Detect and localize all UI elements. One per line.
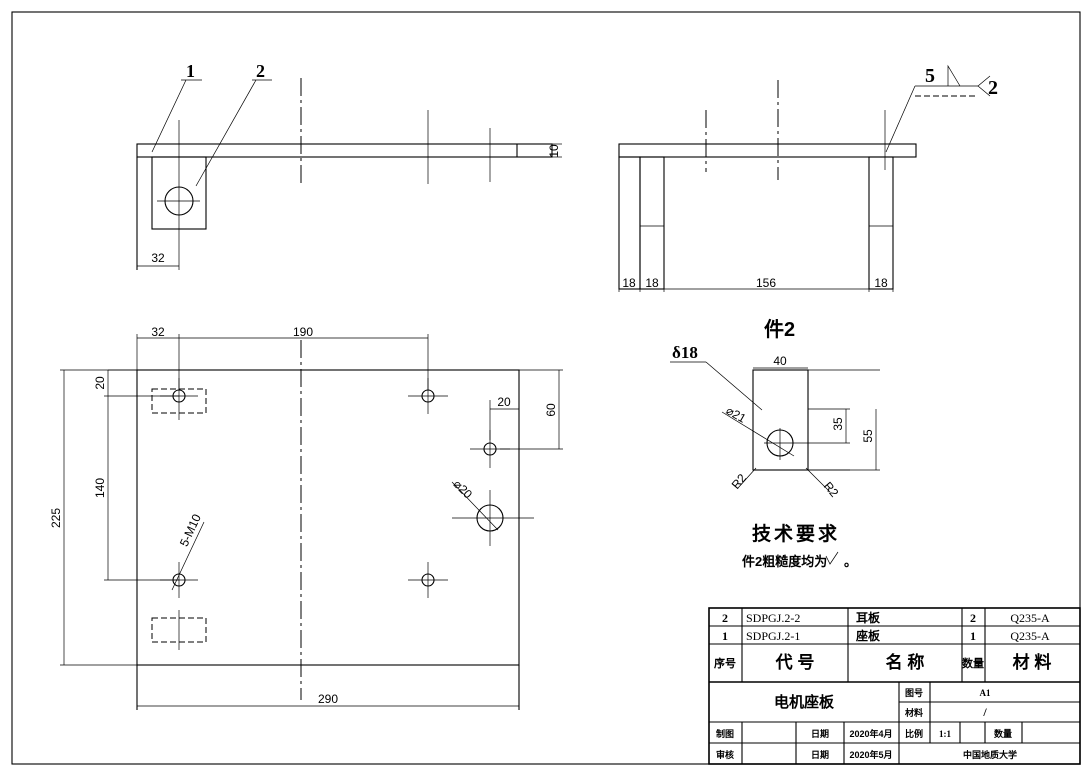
dim-18a: 18 bbox=[622, 276, 636, 290]
value-checked-date: 2020年5月 bbox=[849, 749, 892, 760]
dim-40: 40 bbox=[773, 354, 787, 368]
value-drawing-no: A1 bbox=[980, 688, 991, 698]
header-no: 序号 bbox=[714, 656, 736, 670]
dim-290: 290 bbox=[318, 692, 338, 706]
value-organization: 中国地质大学 bbox=[963, 749, 1017, 760]
sheet-border bbox=[11, 11, 1081, 765]
header-name: 名 称 bbox=[886, 652, 925, 672]
tech-notes: 技术要求 件2粗糙度均为 。 bbox=[742, 522, 857, 569]
weld-label-2: 2 bbox=[988, 77, 998, 99]
part-row2-name: 座板 bbox=[855, 628, 881, 643]
tech-notes-line1: 件2粗糙度均为 bbox=[742, 554, 827, 569]
value-material: / bbox=[982, 705, 987, 719]
dim-32-plan: 32 bbox=[151, 325, 165, 339]
top-view-plate bbox=[136, 143, 553, 158]
plan-view: 32 190 20 140 225 290 20 60 ⌀20 5-M10 bbox=[49, 325, 563, 710]
part2-outline bbox=[752, 369, 809, 471]
label-drawing-no: 图号 bbox=[905, 688, 923, 698]
part-row1-code: SDPGJ.2-2 bbox=[746, 611, 800, 625]
plan-outline bbox=[136, 369, 520, 666]
side-view: 18 18 156 18 5 2 bbox=[618, 64, 998, 292]
part-row1-name: 耳板 bbox=[856, 610, 881, 625]
label-quantity: 数量 bbox=[994, 728, 1012, 739]
part-row1-qty: 2 bbox=[970, 611, 976, 625]
dim-r2b: R2 bbox=[821, 479, 842, 500]
dim-140: 140 bbox=[93, 478, 107, 498]
part-row2-no: 1 bbox=[722, 629, 728, 643]
header-material: 材 料 bbox=[1013, 652, 1052, 672]
part2-title: 件2 bbox=[764, 317, 795, 341]
label-drawn: 制图 bbox=[716, 728, 734, 739]
header-code: 代 号 bbox=[775, 652, 815, 672]
part2-thickness: δ18 bbox=[672, 343, 698, 362]
part-row2-material: Q235-A bbox=[1010, 629, 1050, 643]
part2-detail: 件2 δ18 40 35 55 ⌀21 R2 R2 bbox=[670, 317, 880, 500]
side-view-rib-right bbox=[868, 156, 894, 290]
tech-notes-end: 。 bbox=[844, 554, 857, 569]
part-row1-material: Q235-A bbox=[1010, 611, 1050, 625]
header-qty: 数量 bbox=[962, 656, 984, 670]
label-checked: 审核 bbox=[716, 749, 734, 760]
part-row2-code: SDPGJ.2-1 bbox=[746, 629, 800, 643]
dim-225: 225 bbox=[49, 508, 63, 528]
value-scale: 1:1 bbox=[939, 729, 951, 739]
value-drawn-date: 2020年4月 bbox=[849, 728, 892, 739]
side-view-leg-left bbox=[618, 156, 641, 290]
dim-phi20: ⌀20 bbox=[451, 477, 476, 502]
dim-18b: 18 bbox=[645, 276, 659, 290]
part-row1-no: 2 bbox=[722, 611, 728, 625]
drawing-name: 电机座板 bbox=[774, 693, 835, 711]
dim-phi21: ⌀21 bbox=[724, 403, 749, 426]
dim-55: 55 bbox=[861, 429, 875, 443]
label-date-checked: 日期 bbox=[811, 749, 829, 760]
dim-r2a: R2 bbox=[729, 471, 750, 492]
balloon-1: 1 bbox=[186, 61, 195, 81]
dim-35: 35 bbox=[831, 417, 845, 431]
title-block: 2 SDPGJ.2-2 耳板 2 Q235-A 1 SDPGJ.2-1 座板 1… bbox=[708, 607, 1081, 765]
label-date-drawn: 日期 bbox=[811, 728, 829, 739]
dim-190: 190 bbox=[293, 325, 313, 339]
dim-20-left: 20 bbox=[93, 376, 107, 390]
label-material: 材料 bbox=[904, 707, 923, 718]
label-scale: 比例 bbox=[905, 728, 923, 739]
dim-20-right: 20 bbox=[497, 395, 511, 409]
balloon-2: 2 bbox=[256, 61, 265, 81]
dim-18c: 18 bbox=[874, 276, 888, 290]
roughness-symbol bbox=[825, 551, 839, 565]
dim-32-top: 32 bbox=[151, 251, 165, 265]
side-view-rib-left bbox=[639, 156, 665, 290]
side-view-plate bbox=[618, 143, 917, 158]
weld-label-5: 5 bbox=[925, 65, 935, 87]
top-view: 10 32 1 2 bbox=[136, 61, 562, 270]
part-row2-qty: 1 bbox=[970, 629, 976, 643]
dim-thickness: 10 bbox=[547, 144, 561, 158]
tech-notes-title: 技术要求 bbox=[752, 522, 840, 545]
dim-156: 156 bbox=[756, 276, 776, 290]
dim-60: 60 bbox=[544, 403, 558, 417]
